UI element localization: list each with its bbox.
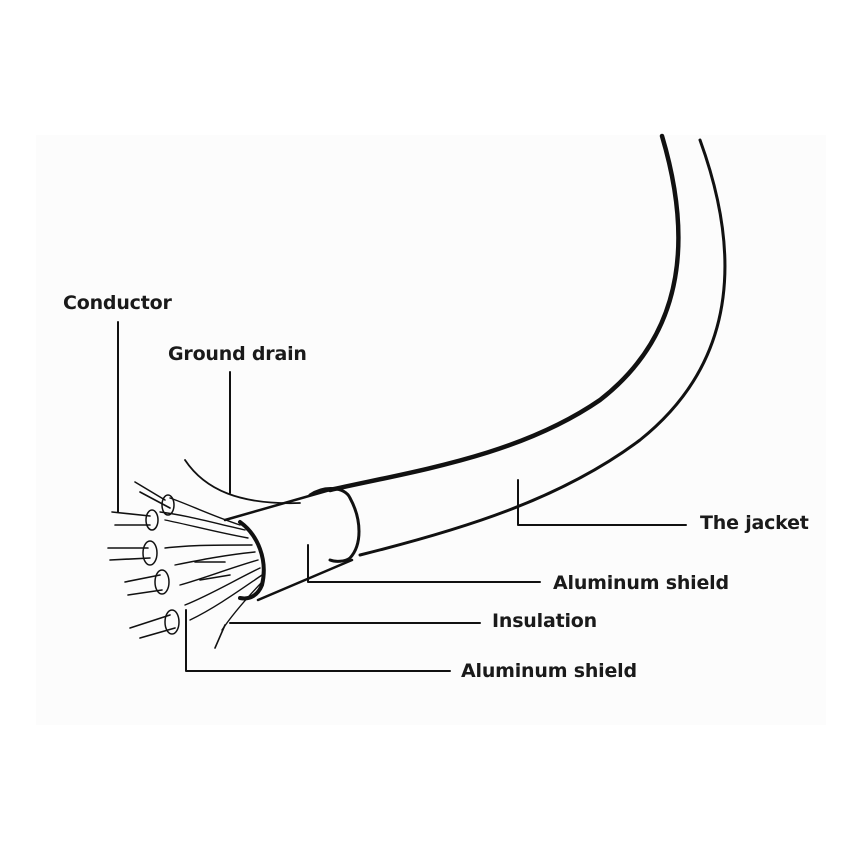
shield-bottom <box>256 558 354 602</box>
label-insulation: Insulation <box>492 610 597 632</box>
jacket-top-edge <box>327 133 681 493</box>
label-aluminum-shield-outer: Aluminum shield <box>553 572 729 594</box>
label-aluminum-shield-pair: Aluminum shield <box>461 660 637 682</box>
jacket-leader <box>517 479 687 526</box>
diagram-panel <box>36 135 826 725</box>
jacket-end <box>308 487 361 563</box>
label-ground-drain: Ground drain <box>168 343 307 365</box>
jacket-bottom-edge <box>358 138 727 557</box>
label-conductor: Conductor <box>63 292 172 314</box>
label-jacket: The jacket <box>700 512 809 534</box>
shield-end <box>238 520 266 601</box>
ground-drain-wire <box>184 459 301 505</box>
shield-outer-leader <box>307 544 541 583</box>
shield-pair-leader <box>185 609 451 672</box>
shield-top <box>223 488 332 522</box>
